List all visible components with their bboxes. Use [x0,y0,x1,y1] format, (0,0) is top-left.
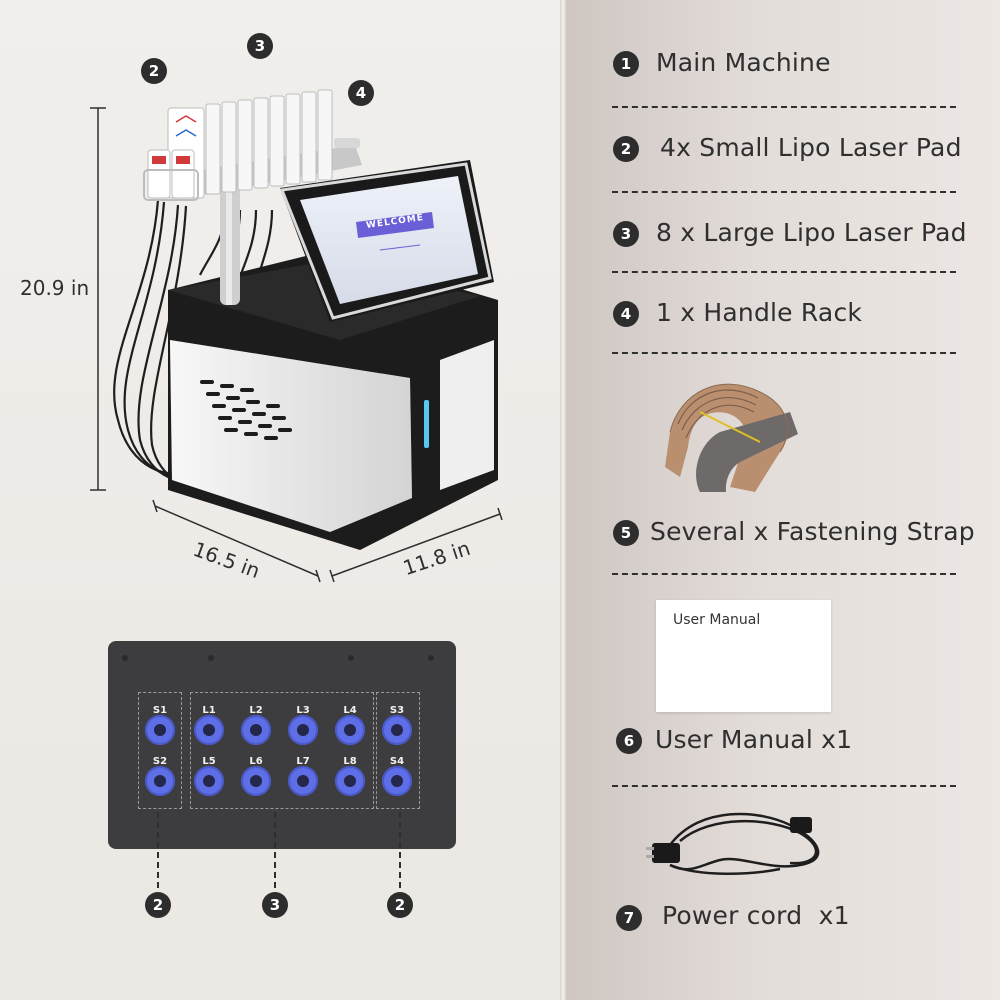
touch-screen [279,160,494,322]
item-6-label: User Manual x1 [655,725,853,754]
port-l2 [241,715,271,745]
item-3-number: 3 [613,221,639,247]
machine-body [168,250,498,550]
list-divider [612,785,956,787]
item-4-label: 1 x Handle Rack [656,298,863,327]
item-3-label: 8 x Large Lipo Laser Pad [656,218,967,247]
list-divider [612,191,956,193]
panel-screw [428,655,434,661]
panel-leader-right [399,812,401,888]
list-divider [612,352,956,354]
package-list-panel [566,0,1000,1000]
panel-callout-small-left: 2 [145,892,171,918]
port-l3 [288,715,318,745]
width-dimension-line [152,499,321,583]
item-5-label: Several x Fastening Strap [650,517,975,546]
height-dimension-line [90,107,106,491]
small-laser-pads [143,149,199,201]
height-label: 20.9 in [20,276,90,300]
panel-callout-large: 3 [262,892,288,918]
port-label-l6: L6 [249,756,263,767]
small-pad-group-right [376,692,420,809]
port-label-s3: S3 [389,705,405,716]
item-6-number: 6 [616,728,642,754]
port-label-l3: L3 [296,705,310,716]
fastening-strap-image [665,383,798,492]
large-pad-group [190,692,374,809]
port-s4 [382,766,412,796]
user-manual-image: User Manual [656,600,831,712]
panel-screw [348,655,354,661]
port-s1 [145,715,175,745]
depth-dimension-line [329,507,503,583]
list-divider [612,573,956,575]
port-l8 [335,766,365,796]
panel-screw [122,655,128,661]
list-divider [612,106,956,108]
callout-large-pad: 3 [247,33,273,59]
port-label-s4: S4 [389,756,405,767]
port-label-l8: L8 [343,756,357,767]
callout-handle-rack: 4 [348,80,374,106]
item-1-number: 1 [613,51,639,77]
item-7-label: Power cord x1 [662,901,850,930]
item-7-number: 7 [616,905,642,931]
port-label-l5: L5 [202,756,216,767]
panel-screw [208,655,214,661]
port-label-l2: L2 [249,705,263,716]
panel-divider [560,0,566,1000]
manual-card-text: User Manual [673,612,761,628]
list-divider [612,271,956,273]
item-1-label: Main Machine [656,48,831,77]
panel-leader-center [274,812,276,888]
item-5-number: 5 [613,520,639,546]
port-l6 [241,766,271,796]
power-cord-image [646,812,820,876]
port-s3 [382,715,412,745]
small-pad-group-left [138,692,182,809]
panel-callout-small-right: 2 [387,892,413,918]
item-4-number: 4 [613,301,639,327]
port-l7 [288,766,318,796]
port-label-l7: L7 [296,756,310,767]
panel-leader-left [157,812,159,888]
port-label-s2: S2 [152,756,168,767]
port-s2 [145,766,175,796]
port-l1 [194,715,224,745]
port-l4 [335,715,365,745]
port-l5 [194,766,224,796]
connector-panel: S1 L1 L2 L3 L4 S3 S2 L5 L6 L7 L8 S4 [108,641,456,849]
callout-small-pad: 2 [141,58,167,84]
vent-slots [200,380,292,440]
main-machine-illustration [90,89,503,583]
port-label-l1: L1 [202,705,216,716]
port-label-l4: L4 [343,705,357,716]
item-2-label: 4x Small Lipo Laser Pad [660,133,962,162]
item-2-number: 2 [613,136,639,162]
port-label-s1: S1 [152,705,168,716]
